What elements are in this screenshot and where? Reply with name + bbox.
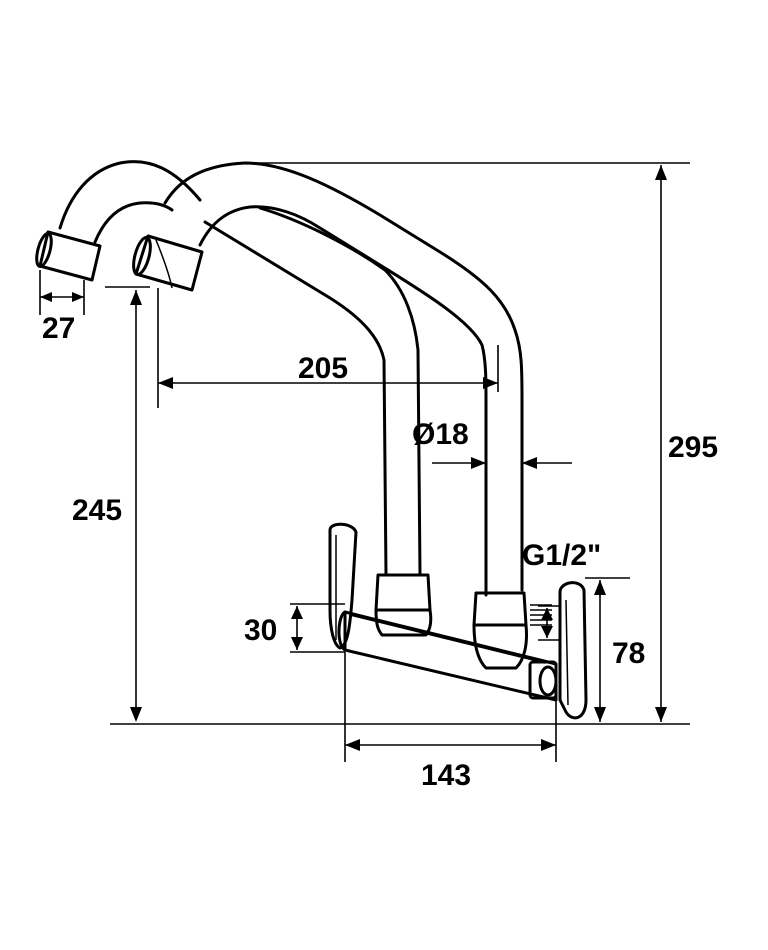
right-nut <box>472 591 528 627</box>
spout-reach-label: 205 <box>298 352 348 385</box>
lever-handle <box>558 581 588 720</box>
total-height-label: 295 <box>668 431 718 464</box>
left-wall-plate <box>328 522 358 650</box>
faucet-outline <box>35 160 588 720</box>
back-spout <box>58 160 202 230</box>
handle-height-label: 78 <box>612 637 645 670</box>
left-nut <box>374 573 432 612</box>
body-height-label: 30 <box>244 614 277 647</box>
tube-diameter-label: Ø18 <box>412 418 469 451</box>
dimension-labels: 27 205 Ø18 G1/2" 245 295 30 78 143 <box>42 312 718 792</box>
front-spout <box>163 161 524 592</box>
front-aerator <box>134 234 204 292</box>
back-aerator <box>38 230 102 282</box>
center-distance-label: 143 <box>421 759 471 792</box>
aerator-width-label: 27 <box>42 312 75 345</box>
dimension-lines <box>39 162 690 762</box>
outlet-height-label: 245 <box>72 494 122 527</box>
thread-label: G1/2" <box>522 539 601 572</box>
